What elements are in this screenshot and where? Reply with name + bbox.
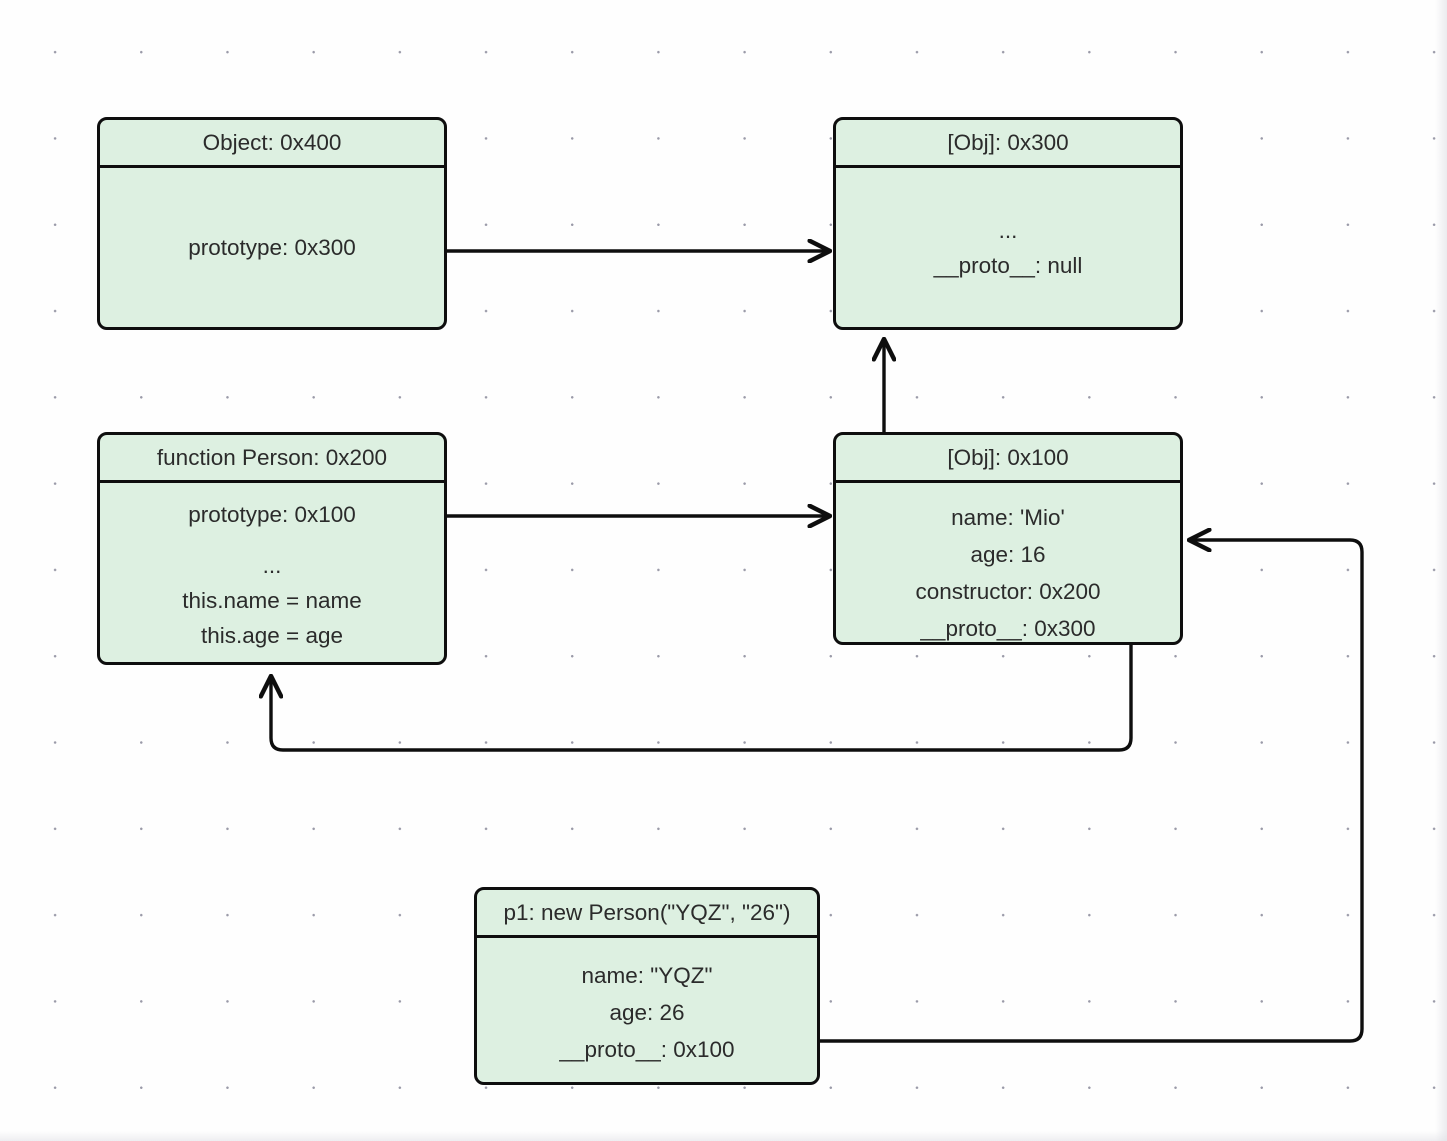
node-function-person-row-0: prototype: 0x100 (188, 502, 356, 527)
node-object-constructor-row-0: prototype: 0x300 (188, 235, 356, 260)
node-object-constructor[interactable]: Object: 0x400 prototype: 0x300 (97, 117, 447, 330)
edge-obj100-constructor-to-person (271, 588, 1133, 752)
node-function-person[interactable]: function Person: 0x200 prototype: 0x100 … (97, 432, 447, 665)
node-obj-0x300-body: ... __proto__: null (836, 168, 1180, 327)
node-p1-instance-title: p1: new Person("YQZ", "26") (477, 890, 817, 938)
node-function-person-row-2: this.name = name (182, 588, 362, 613)
node-obj-0x100-title: [Obj]: 0x100 (836, 435, 1180, 483)
node-p1-instance-body: name: "YQZ" age: 26 __proto__: 0x100 (477, 938, 817, 1082)
node-obj-0x100-row-3: __proto__: 0x300 (920, 616, 1096, 641)
node-p1-instance-row-0: name: "YQZ" (581, 963, 713, 988)
node-obj-0x100-body: name: 'Mio' age: 16 constructor: 0x200 _… (836, 483, 1180, 642)
node-function-person-title: function Person: 0x200 (100, 435, 444, 483)
node-obj-0x100[interactable]: [Obj]: 0x100 name: 'Mio' age: 16 constru… (833, 432, 1183, 645)
node-function-person-row-1: ... (262, 553, 282, 578)
node-obj-0x300-row-1: __proto__: null (933, 252, 1083, 278)
node-obj-0x300-row-0: ... (998, 217, 1018, 243)
node-object-constructor-body: prototype: 0x300 (100, 168, 444, 327)
node-obj-0x100-row-1: age: 16 (970, 542, 1046, 567)
node-p1-instance-row-1: age: 26 (609, 1000, 685, 1025)
edge-p1-proto-to-obj100 (753, 540, 1364, 1043)
node-function-person-row-3: this.age = age (201, 623, 343, 648)
node-obj-0x100-row-2: constructor: 0x200 (915, 579, 1101, 604)
node-obj-0x100-row-0: name: 'Mio' (951, 505, 1065, 530)
node-object-constructor-title: Object: 0x400 (100, 120, 444, 168)
node-p1-instance-row-2: __proto__: 0x100 (559, 1037, 735, 1062)
node-function-person-body: prototype: 0x100 ... this.name = name th… (100, 483, 444, 662)
node-obj-0x300[interactable]: [Obj]: 0x300 ... __proto__: null (833, 117, 1183, 330)
node-obj-0x300-title: [Obj]: 0x300 (836, 120, 1180, 168)
node-p1-instance[interactable]: p1: new Person("YQZ", "26") name: "YQZ" … (474, 887, 820, 1085)
